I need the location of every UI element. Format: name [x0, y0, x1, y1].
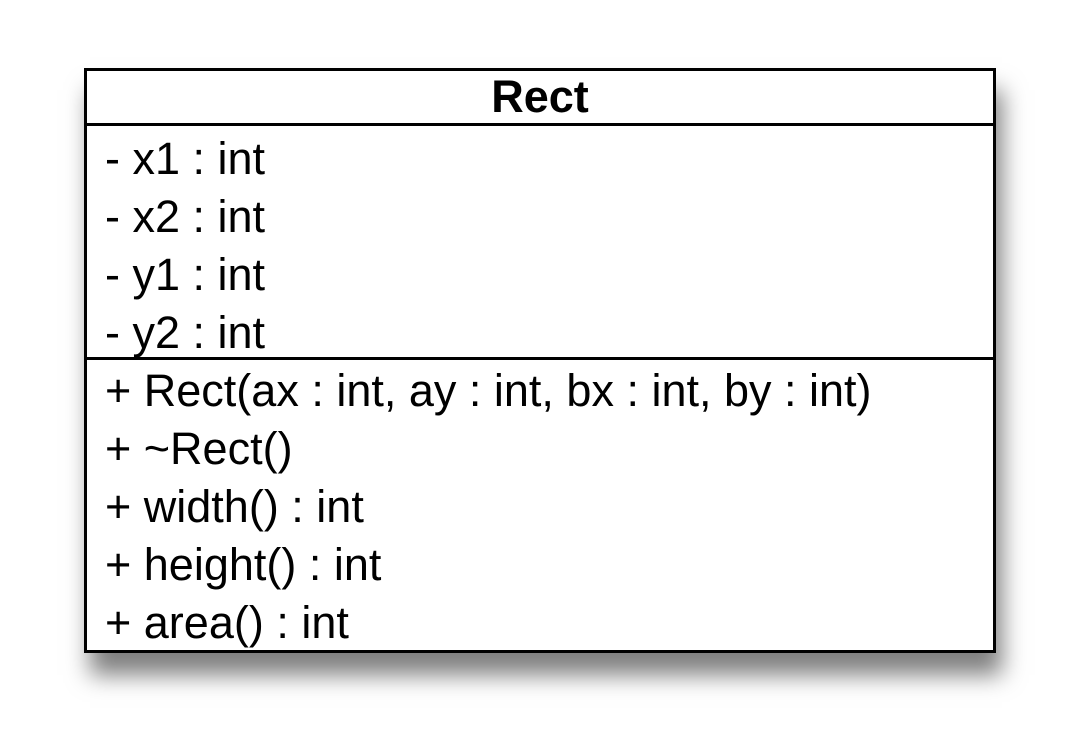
operation-destructor: + ~Rect() [105, 423, 293, 474]
operation-constructor: + Rect(ax : int, ay : int, bx : int, by … [105, 365, 872, 416]
operation-width: + width() : int [105, 481, 364, 532]
class-name: Rect [87, 71, 993, 126]
uml-class-box: Rect - x1 : int - x2 : int - y1 : int - … [84, 68, 996, 653]
operation-area: + area() : int [105, 597, 349, 648]
attribute-y2: - y2 : int [105, 307, 266, 358]
operations-compartment: + Rect(ax : int, ay : int, bx : int, by … [87, 360, 993, 652]
operation-height: + height() : int [105, 539, 382, 590]
attribute-x2: - x2 : int [105, 191, 266, 242]
attributes-compartment: - x1 : int - x2 : int - y1 : int - y2 : … [87, 126, 993, 360]
attribute-y1: - y1 : int [105, 249, 266, 300]
attribute-x1: - x1 : int [105, 133, 266, 184]
